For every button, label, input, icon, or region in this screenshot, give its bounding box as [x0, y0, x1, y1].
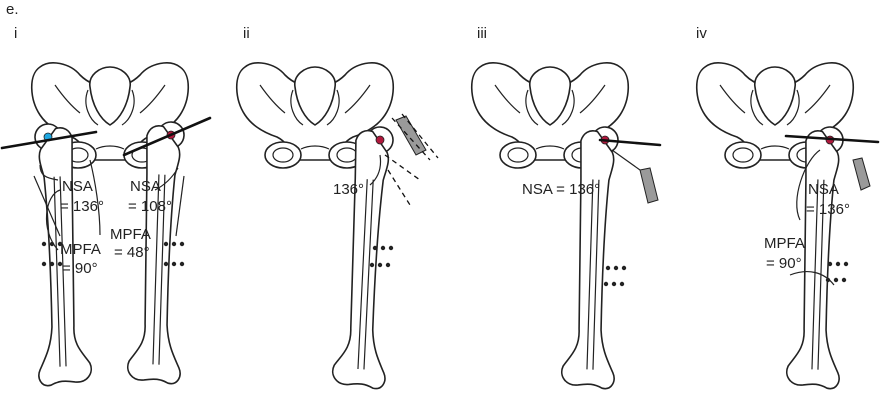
nsa-left-value: = 136°: [60, 198, 104, 215]
mpfa-left-value: = 90°: [62, 260, 98, 277]
panel-label-iii: iii: [477, 25, 487, 42]
mpfa-left-label: MPFA: [60, 241, 101, 258]
figure-label: e.: [6, 1, 19, 18]
angle-label-ii: 136°: [333, 181, 364, 198]
panel-iii: iii NSA = 136°: [470, 25, 662, 390]
nsa-left-arrow: [39, 164, 59, 181]
panel-label-iv: iv: [696, 25, 707, 42]
mpfa-right-label: MPFA: [110, 226, 151, 243]
nsa-label-iv: NSA: [808, 181, 839, 198]
fixation-pins-iv: [825, 261, 849, 283]
panel-label-ii: ii: [243, 25, 250, 42]
implant-iv: [852, 157, 871, 191]
femoral-head-marker-ii: [375, 135, 385, 145]
fixation-pins-ii: [369, 245, 394, 268]
panel-iv: iv NSA = 136° MPFA = 90°: [695, 25, 880, 390]
panel-ii: ii 136°: [235, 25, 439, 390]
mpfa-right-arrow: [89, 159, 101, 236]
implant-iii: [639, 167, 659, 204]
nsa-right-value: = 108°: [128, 198, 172, 215]
mpfa-arrow-iv: [796, 149, 821, 221]
fixation-pins-right: [163, 241, 185, 267]
mpfa-right-value: = 48°: [114, 244, 150, 261]
mpfa-label-iv: MPFA: [764, 235, 805, 252]
nsa-right-label: NSA: [130, 178, 161, 195]
nsa-label-iii: NSA = 136°: [522, 181, 600, 198]
mpfa-arrow-iv-lower: [789, 271, 835, 286]
fixation-pins-iii: [603, 265, 627, 287]
panel-label-i: i: [14, 25, 17, 42]
nsa-value-iv: = 136°: [806, 201, 850, 218]
fixation-pins-left: [41, 241, 63, 267]
nsa-right-arrow: [154, 167, 179, 191]
nsa-left-label: NSA: [62, 178, 93, 195]
implant-ii: [395, 115, 427, 156]
panel-i: i NSA = 136° NSA = 108° MPFA: [0, 25, 212, 387]
mpfa-value-iv: = 90°: [766, 255, 802, 272]
angle-arrow-ii: [369, 154, 382, 186]
